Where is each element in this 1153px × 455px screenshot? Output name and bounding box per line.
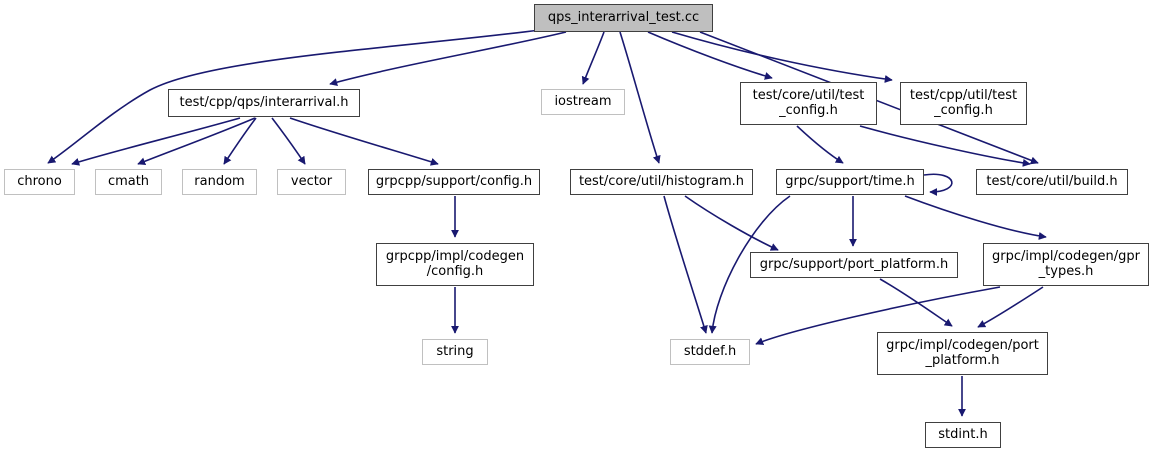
edge-histogram-port-platform bbox=[684, 195, 779, 251]
node-label: grpcpp/impl/codegen /config.h bbox=[385, 248, 525, 279]
node-label: iostream bbox=[554, 93, 612, 109]
edge-gpr-types-codegen-port bbox=[977, 286, 1044, 328]
node-chrono[interactable]: chrono bbox=[4, 169, 75, 195]
node-label: string bbox=[436, 343, 474, 359]
edge-core-test-config-time bbox=[796, 125, 844, 164]
edge-interarrival-vector bbox=[271, 117, 306, 165]
node-test-core-util-build-h[interactable]: test/core/util/build.h bbox=[976, 169, 1128, 195]
edge-histogram-stddef bbox=[663, 195, 708, 334]
node-test-core-util-test-config-h[interactable]: test/core/util/test _config.h bbox=[740, 82, 877, 125]
edge-root-interarrival bbox=[329, 31, 567, 86]
edge-root-iostream bbox=[581, 31, 605, 85]
node-label: test/core/util/build.h bbox=[986, 173, 1118, 189]
node-string[interactable]: string bbox=[422, 339, 488, 365]
node-grpc-support-port-platform-h[interactable]: grpc/support/port_platform.h bbox=[750, 252, 958, 278]
node-test-cpp-qps-interarrival-h[interactable]: test/cpp/qps/interarrival.h bbox=[168, 89, 360, 117]
node-label: grpc/support/port_platform.h bbox=[759, 256, 949, 272]
node-label: grpc/impl/codegen/port _platform.h bbox=[886, 337, 1039, 368]
edge-interarrival-grpcpp-config bbox=[289, 117, 439, 166]
node-label: stddef.h bbox=[683, 343, 737, 359]
node-grpcpp-impl-codegen-config-h[interactable]: grpcpp/impl/codegen /config.h bbox=[376, 243, 534, 286]
node-label: random bbox=[194, 173, 245, 189]
node-label: vector bbox=[290, 173, 333, 189]
node-grpc-impl-codegen-port-platform-h[interactable]: grpc/impl/codegen/port _platform.h bbox=[877, 332, 1048, 375]
node-label: test/cpp/qps/interarrival.h bbox=[179, 94, 349, 110]
node-iostream[interactable]: iostream bbox=[541, 89, 625, 115]
node-label: stdint.h bbox=[938, 426, 988, 442]
node-label: grpc/impl/codegen/gpr _types.h bbox=[992, 248, 1140, 279]
node-grpc-support-time-h[interactable]: grpc/support/time.h bbox=[776, 169, 924, 195]
node-test-cpp-util-test-config-h[interactable]: test/cpp/util/test _config.h bbox=[900, 82, 1027, 125]
node-label: grpcpp/support/config.h bbox=[375, 173, 533, 189]
edge-interarrival-cmath bbox=[137, 117, 256, 166]
node-label: test/cpp/util/test _config.h bbox=[909, 87, 1018, 118]
node-label: test/core/util/histogram.h bbox=[578, 173, 745, 189]
node-stddef-h[interactable]: stddef.h bbox=[670, 339, 750, 365]
edge-time-self-loop bbox=[923, 173, 953, 196]
edge-interarrival-random bbox=[223, 117, 257, 165]
node-cmath[interactable]: cmath bbox=[95, 169, 162, 195]
edge-root-core-test-config bbox=[647, 31, 773, 80]
edge-root-histogram bbox=[619, 31, 661, 164]
node-grpcpp-support-config-h[interactable]: grpcpp/support/config.h bbox=[368, 169, 540, 195]
edge-root-cpp-test-config bbox=[671, 31, 893, 83]
edge-interarrival-chrono bbox=[71, 117, 241, 166]
node-label: qps_interarrival_test.cc bbox=[547, 9, 700, 25]
node-test-core-util-histogram-h[interactable]: test/core/util/histogram.h bbox=[570, 169, 753, 195]
edge-port-platform-codegen-port bbox=[879, 278, 953, 327]
node-label: grpc/support/time.h bbox=[785, 173, 915, 189]
node-grpc-impl-codegen-gpr-types-h[interactable]: grpc/impl/codegen/gpr _types.h bbox=[983, 243, 1149, 286]
node-vector[interactable]: vector bbox=[277, 169, 346, 195]
node-random[interactable]: random bbox=[182, 169, 257, 195]
node-label: chrono bbox=[17, 173, 62, 189]
edge-core-test-config-build bbox=[859, 125, 1031, 167]
node-qps-interarrival-test-cc[interactable]: qps_interarrival_test.cc bbox=[534, 4, 713, 32]
edge-time-gpr-types bbox=[904, 195, 1047, 240]
node-label: test/core/util/test _config.h bbox=[752, 87, 865, 118]
node-label: cmath bbox=[107, 173, 150, 189]
node-stdint-h[interactable]: stdint.h bbox=[925, 422, 1001, 448]
